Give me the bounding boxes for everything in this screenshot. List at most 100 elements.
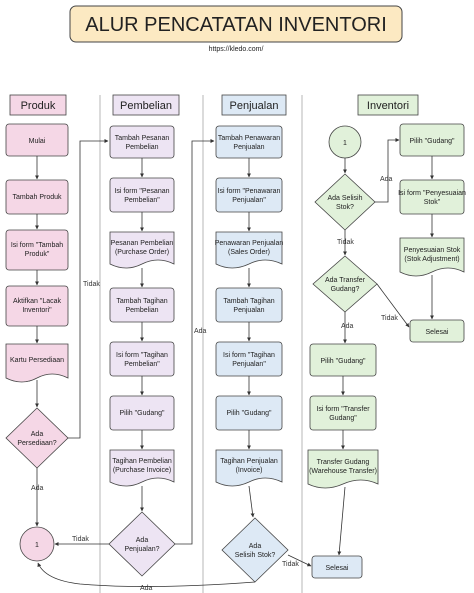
connector-1-inventori-label: 1 [343, 140, 347, 147]
node-isi-form-tagihan-penjualan-line1: Isi form "Tagihan [223, 352, 275, 359]
arrow [248, 485, 255, 518]
connector-1-produk [19, 526, 55, 562]
decision-ada-transfer-line2: Gudang? [331, 286, 360, 293]
node-aktifkan-lacak-line1: Aktifkan "Lacak [13, 298, 62, 305]
node-penawaran-penjualan-line2: (Sales Order) [228, 249, 270, 256]
node-tambah-penawaran-line1: Tambah Penawaran [218, 135, 280, 142]
lane-header-produk [9, 94, 67, 116]
node-penawaran-penjualan-doc [215, 231, 283, 269]
node-mulai-label: Mulai [29, 138, 46, 145]
lane-title-inventori: Inventori [367, 100, 409, 112]
node-tagihan-penjualan-doc [215, 449, 283, 487]
lane-header-pembelian [112, 94, 180, 116]
node-tambah-pesanan-pembelian [109, 125, 175, 159]
edge-label-tidak-produk: Tidak [83, 281, 100, 288]
node-tagihan-pembelian-line1: Tagihan Pembelian [112, 458, 172, 465]
node-isi-form-penyesuaian-stok [399, 179, 465, 215]
node-selesai-inventori-label: Selesai [426, 329, 449, 336]
node-selesai-inventori [409, 319, 465, 343]
node-tagihan-penjualan-line1: Tagihan Penjualan [220, 458, 278, 465]
node-pilih-gudang-penjualan-label: Pilih "Gudang" [226, 410, 272, 417]
edge-label-tidak-pembelian: Tidak [72, 536, 89, 543]
node-selesai-penjualan-label: Selesai [326, 565, 349, 572]
node-isi-form-transfer-line1: Isi form "Transfer [316, 406, 370, 413]
lane-title-penjualan: Penjualan [230, 100, 279, 112]
node-tambah-tagihan-pembelian-line1: Tambah Tagihan [116, 298, 167, 305]
node-tambah-pesanan-line2: Pembelian [125, 144, 158, 151]
decision-ada-selisih-stok-inventori [314, 173, 376, 231]
node-isi-form-produk-line1: Isi form "Tambah [11, 242, 63, 249]
arrow-tidak-to-pembelian [68, 139, 109, 439]
node-kartu-persediaan [5, 343, 69, 383]
node-isi-form-transfer-line2: Gudang" [329, 415, 357, 422]
arrow-tidak-to-selesai [287, 554, 312, 567]
node-tagihan-pembelian-line2: (Purchase Invoice) [113, 467, 171, 474]
node-pesanan-pembelian-line1: Pesanan Pembelian [111, 240, 174, 247]
decision-ada-transfer-line1: Ada Transfer [325, 277, 366, 284]
node-penyesuaian-stok-doc [399, 237, 465, 277]
node-tambah-tagihan-penjualan [215, 287, 283, 323]
decision-ada-selisih-line2: Selisih Stok? [235, 552, 276, 559]
node-pesanan-pembelian-line2: (Purchase Order) [115, 249, 169, 256]
edge-label-ada-penjualan: Ada [140, 585, 153, 592]
arrow-tidak-to-selesai-inventori [376, 283, 410, 328]
node-transfer-gudang-doc [307, 449, 379, 489]
source-url: https://kledo.com/ [209, 46, 264, 53]
node-tambah-pesanan-line1: Tambah Pesanan [115, 135, 170, 142]
node-isi-form-transfer-gudang [309, 395, 377, 431]
lane-header-penjualan [221, 94, 287, 116]
node-tambah-produk-label: Tambah Produk [12, 194, 62, 201]
arrow-transfer-to-selesai [337, 486, 346, 556]
decision-ada-penjualan [108, 511, 176, 577]
node-pilih-gudang-inventori-left-label: Pilih "Gudang" [320, 358, 366, 365]
node-isi-form-pesanan-pembelian [109, 177, 175, 213]
decision-ada-persediaan-line1: Ada [31, 431, 44, 438]
node-tagihan-penjualan-line2: (Invoice) [236, 467, 263, 474]
decision-ada-penjualan-line2: Penjualan? [124, 546, 159, 553]
lane-header-inventori [357, 94, 419, 116]
decision-ada-selisih-stok-penjualan [221, 517, 289, 583]
node-tambah-tagihan-penjualan-line2: Penjualan [233, 307, 264, 314]
edge-label-ada-produk: Ada [31, 485, 44, 492]
node-isi-form-tagihan-penjualan [215, 341, 283, 377]
node-pesanan-pembelian-doc [109, 231, 175, 269]
arrow-ada-to-connector [37, 562, 256, 587]
node-tambah-penawaran-penjualan [215, 125, 283, 159]
node-isi-form-tagihan-pembelian [109, 341, 175, 377]
connector-1-produk-label: 1 [35, 542, 39, 549]
edge-label-tidak-inventori-1: Tidak [337, 239, 354, 246]
arrow-ada-to-penjualan [175, 139, 215, 545]
node-aktifkan-lacak [5, 285, 69, 327]
decision-ada-selisih-line1: Ada [249, 543, 262, 550]
node-isi-form-produk [5, 229, 69, 271]
edge-label-ada-pembelian: Ada [194, 328, 207, 335]
node-aktifkan-lacak-line2: Inventori" [22, 307, 52, 314]
node-kartu-persediaan-label: Kartu Persediaan [10, 357, 64, 364]
decision-ada-persediaan-line2: Persediaan? [17, 440, 56, 447]
node-isi-form-penawaran-line2: Penjualan" [232, 197, 266, 204]
decision-ada-penjualan-line1: Ada [136, 537, 149, 544]
node-isi-form-tagihan-penjualan-line2: Penjualan" [232, 361, 266, 368]
node-penyesuaian-stok-line1: Penyesuaian Stok [404, 247, 461, 254]
node-penawaran-penjualan-line1: Penawaran Penjualan [215, 240, 284, 247]
node-isi-form-pesanan-line2: Pembelian" [124, 197, 160, 204]
node-isi-form-tagihan-pembelian-line1: Isi form "Tagihan [116, 352, 168, 359]
node-tambah-tagihan-penjualan-line1: Tambah Tagihan [223, 298, 274, 305]
node-pilih-gudang-pembelian-label: Pilih "Gudang" [119, 410, 165, 417]
decision-ada-persediaan [5, 407, 69, 469]
node-transfer-gudang-line2: (Warehouse Transfer) [309, 468, 377, 475]
edge-label-tidak-penjualan: Tidak [282, 561, 299, 568]
edge-label-ada-inventori-2: Ada [341, 323, 354, 330]
node-penyesuaian-stok-line2: (Stok Adjustment) [404, 256, 459, 263]
node-selesai-penjualan [311, 555, 363, 579]
lane-title-produk: Produk [21, 100, 56, 112]
node-isi-form-penawaran-penjualan [215, 177, 283, 213]
node-isi-form-penawaran-line1: Isi form "Penawaran [218, 188, 281, 195]
node-pilih-gudang-inventori-right-label: Pilih "Gudang" [409, 138, 455, 145]
node-tagihan-pembelian-doc [109, 449, 175, 487]
node-isi-form-penyesuaian-line1: Isi form "Penyesuaian [398, 190, 466, 197]
page-title: ALUR PENCATATAN INVENTORI [85, 14, 387, 36]
node-isi-form-pesanan-line1: Isi form "Pesanan [114, 188, 169, 195]
